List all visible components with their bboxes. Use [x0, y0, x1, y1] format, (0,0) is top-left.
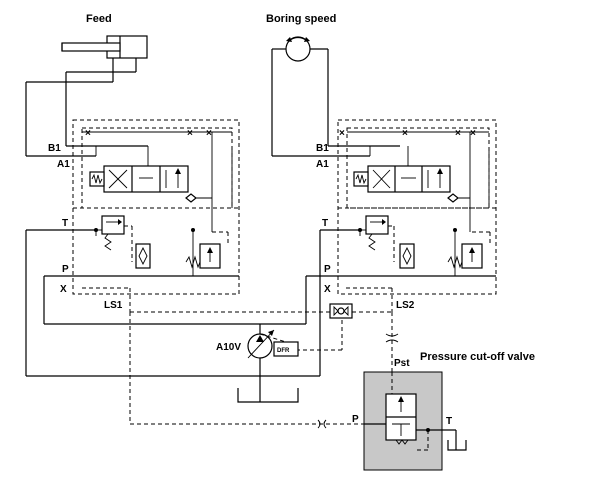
boring-speed-label: Boring speed	[266, 13, 336, 25]
orifice-p	[317, 419, 327, 429]
svg-text:×: ×	[339, 128, 345, 139]
pressure-cutoff-valve	[363, 371, 467, 471]
right-b1-label: B1	[316, 143, 329, 154]
a10v-label: A10V	[216, 342, 241, 353]
right-p-label: P	[324, 264, 331, 275]
tank	[237, 376, 299, 403]
svg-text:×: ×	[206, 128, 212, 139]
pressure-and-tank-lines	[25, 230, 393, 425]
svg-text:×: ×	[455, 128, 461, 139]
left-t-label: T	[62, 218, 68, 229]
boring-speed-motor	[271, 36, 400, 157]
svg-text:×: ×	[402, 128, 408, 139]
ls2-label: LS2	[396, 300, 415, 311]
valve-p-label: P	[352, 414, 359, 425]
left-b1-label: B1	[48, 143, 61, 154]
svg-text:×: ×	[187, 128, 193, 139]
shuttle-valve	[329, 303, 353, 319]
right-a1-label: A1	[316, 159, 329, 170]
feed-label: Feed	[86, 13, 112, 25]
left-valve-section: × × ×	[26, 119, 240, 324]
right-t-label: T	[322, 218, 328, 229]
right-valve-section: × × × ×	[306, 119, 497, 295]
orifice-ls2	[385, 333, 399, 343]
pst-label: Pst	[394, 358, 410, 369]
a10v-pump	[247, 329, 299, 376]
right-x-label: X	[324, 284, 331, 295]
valve-t-label: T	[446, 416, 452, 427]
left-x-label: X	[60, 284, 67, 295]
svg-text:×: ×	[470, 128, 476, 139]
left-a1-label: A1	[57, 159, 70, 170]
dfr-label: DFR	[277, 348, 290, 354]
svg-text:×: ×	[85, 128, 91, 139]
ls1-label: LS1	[104, 300, 123, 311]
left-p-label: P	[62, 264, 69, 275]
pressure-cutoff-label: Pressure cut-off valve	[420, 351, 535, 363]
feed-cylinder	[25, 35, 148, 157]
